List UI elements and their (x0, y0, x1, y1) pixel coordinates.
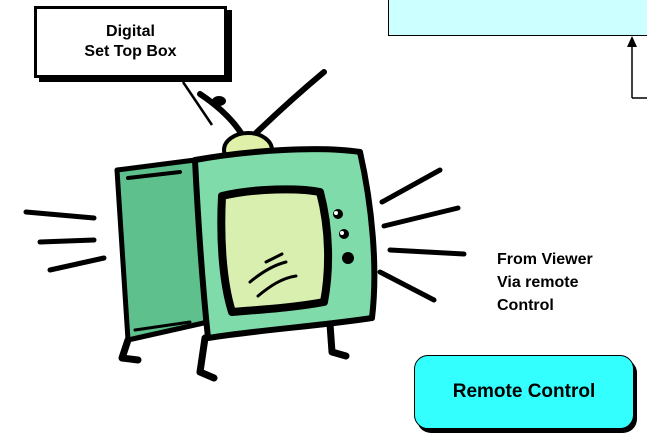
tv-illustration (26, 72, 464, 378)
connector-arrow (632, 46, 647, 98)
motion-line-right-3 (390, 250, 464, 254)
remote-control-label: Remote Control (453, 381, 596, 403)
tv-knob-3 (342, 252, 354, 264)
viewer-note: From Viewer Via remote Control (497, 248, 647, 317)
antenna-right (255, 72, 324, 134)
set-top-box-label: Digital Set Top Box (34, 6, 227, 78)
tv-screen (221, 189, 328, 312)
motion-line-left-2 (40, 240, 94, 242)
antenna-knob (212, 96, 226, 106)
remote-control-button[interactable]: Remote Control (414, 355, 634, 429)
stb-label-line-2: Set Top Box (84, 42, 176, 62)
tv-leg-2 (200, 338, 214, 378)
motion-line-right-2 (384, 208, 458, 226)
viewer-note-line-3: Control (497, 294, 647, 317)
motion-line-right-4 (380, 272, 434, 300)
motion-line-right-1 (382, 170, 440, 202)
motion-line-left-1 (26, 212, 94, 218)
motion-line-left-3 (50, 258, 104, 270)
callout-pointer (183, 82, 212, 125)
viewer-note-line-1: From Viewer (497, 248, 647, 271)
stb-label-line-1: Digital (106, 22, 155, 42)
tv-leg-3 (330, 324, 346, 356)
arrow-head-icon (627, 36, 637, 47)
top-box (388, 0, 647, 36)
tv-leg-1 (122, 340, 138, 360)
viewer-note-line-2: Via remote (497, 271, 647, 294)
